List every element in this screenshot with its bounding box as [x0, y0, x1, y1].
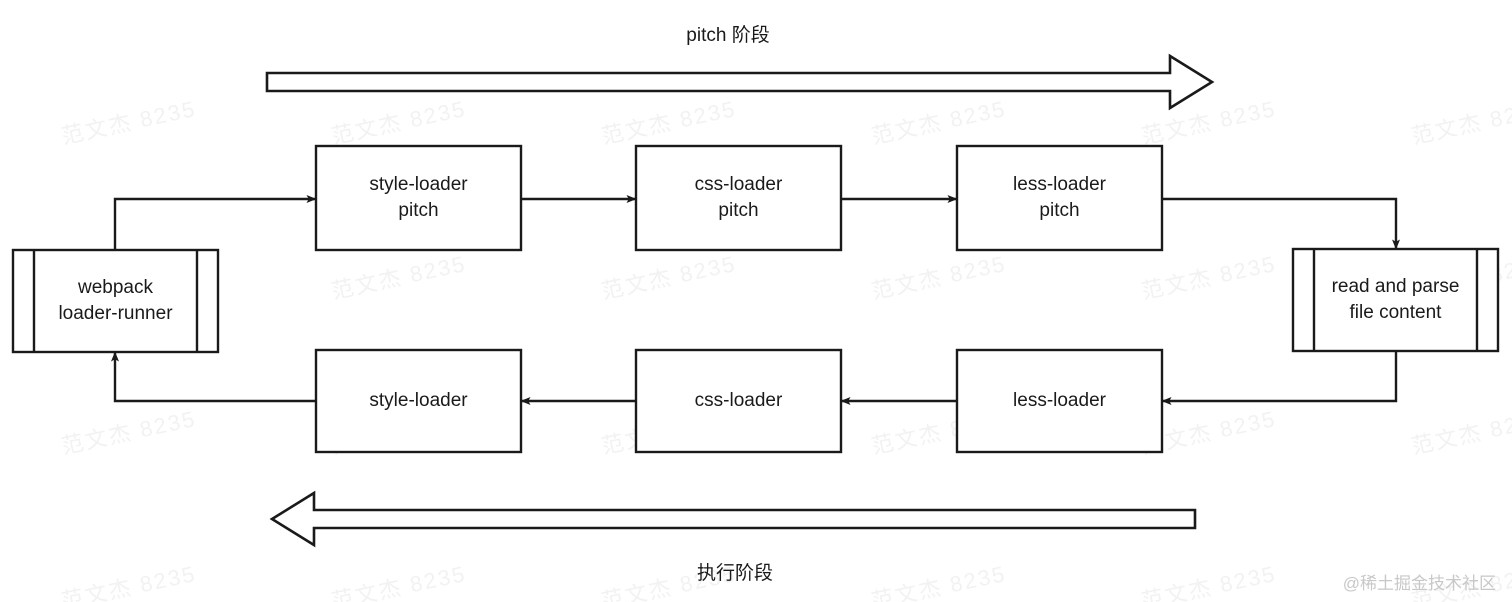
brand-watermark: @稀土掘金技术社区	[1342, 574, 1496, 593]
connector-less-loader-pitch-to-read-and-parse	[1162, 197, 1400, 250]
block-arrow-execute-phase-arrow	[269, 490, 1197, 548]
node-box-read-and-parse	[1291, 247, 1500, 353]
node-box-style-loader	[314, 348, 523, 454]
node-less-loader[interactable]	[955, 348, 1164, 454]
node-box-css-loader	[634, 348, 843, 454]
pitch-phase-label: pitch 阶段	[686, 25, 770, 46]
node-shapes-layer	[11, 144, 1500, 454]
node-css-loader[interactable]	[634, 348, 843, 454]
node-loader-runner[interactable]	[11, 248, 220, 354]
execute-phase-label: 执行阶段	[696, 563, 773, 584]
node-box-style-loader-pitch	[314, 144, 523, 252]
node-style-loader[interactable]	[314, 348, 523, 454]
node-less-loader-pitch[interactable]	[955, 144, 1164, 252]
node-read-and-parse[interactable]	[1291, 247, 1500, 353]
node-style-loader-pitch[interactable]	[314, 144, 523, 252]
connector-loader-runner-to-style-loader-pitch	[113, 195, 317, 250]
node-box-css-loader-pitch	[634, 144, 843, 252]
connector-style-loader-to-loader-runner	[111, 351, 316, 403]
connector-read-and-parse-to-less-loader	[1161, 351, 1398, 405]
block-arrows-layer	[265, 53, 1215, 548]
block-arrow-pitch-phase-arrow	[265, 53, 1215, 111]
node-css-loader-pitch[interactable]	[634, 144, 843, 252]
node-box-loader-runner	[11, 248, 220, 354]
connectors-layer	[111, 195, 1400, 405]
node-box-less-loader	[955, 348, 1164, 454]
node-box-less-loader-pitch	[955, 144, 1164, 252]
